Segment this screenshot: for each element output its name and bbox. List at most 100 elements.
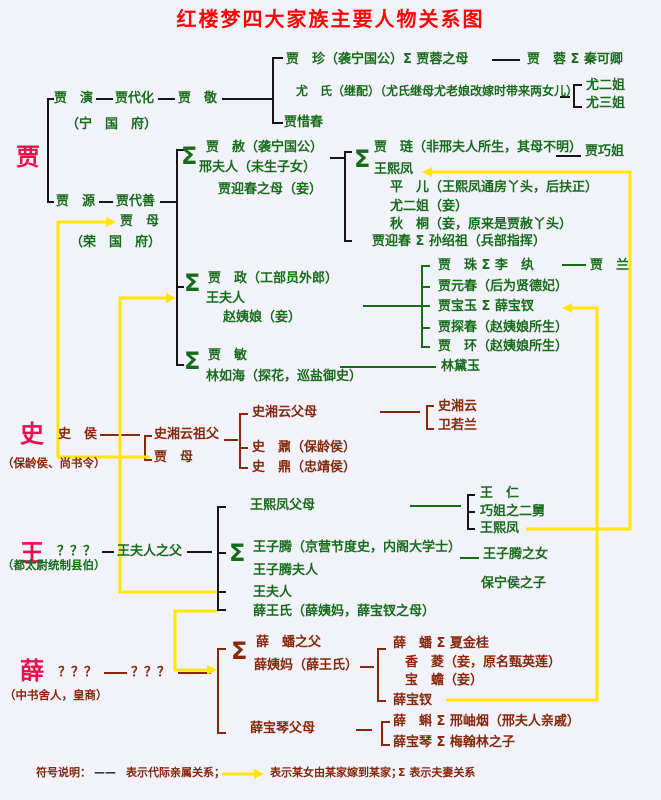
node-youerjie: 尤二姐	[586, 78, 626, 93]
node-jiayuanchun: 贾元春（后为贤德妃）	[438, 279, 569, 294]
node-shixiangyun: 史湘云	[438, 399, 478, 414]
sigma-jiamin-icon: Σ	[184, 347, 201, 375]
bracket-xue-children	[217, 648, 226, 734]
node-jiashe: 贾 赦（袭宁国公）	[206, 140, 324, 155]
bracket-jiazheng-children	[421, 265, 430, 348]
node-jiahuan: 贾 环（赵姨娘所生）	[438, 339, 569, 354]
bracket-shixiangyun-weiruolan	[426, 405, 434, 430]
node-xue-ancestor2: ？？？	[131, 665, 171, 680]
node-xue-ancestor1: ？？？	[58, 665, 98, 680]
sigma-jiazheng-icon: Σ	[184, 269, 201, 297]
marriage-arrow-jiamu-icon	[106, 217, 116, 227]
node-jiatanchun: 贾探春（赵姨娘所生）	[438, 320, 569, 335]
node-shihou: 史 侯	[58, 427, 98, 442]
node-xiangling: 香 菱（妾，原名甄英莲）	[405, 655, 562, 670]
node-jiayingchun: 贾迎春 Σ 孙绍祖（兵部指挥）	[372, 234, 546, 249]
node-weiruolan: 卫若兰	[438, 418, 478, 433]
node-jiamin: 贾 敏	[208, 348, 248, 363]
node-jiayan: 贾 演	[54, 91, 94, 106]
note-xue-titles: （中书舍人，皇商）	[4, 688, 108, 702]
node-jiazhu: 贾 珠 Σ 李 纨	[438, 258, 534, 273]
sigma-jiashe-icon: Σ	[181, 142, 198, 170]
node-wangxifeng-fumu: 王熙凤父母	[250, 498, 316, 513]
marriage-path-wangxifeng	[432, 170, 632, 531]
node-xuepan-fu: 薛 蟠之父	[256, 635, 322, 650]
node-baoninghou-zi: 保宁侯之子	[481, 576, 547, 591]
bracket-jiashe-children	[344, 151, 352, 242]
node-wangfuren-jia: 王夫人	[206, 291, 246, 306]
node-pinger: 平 儿（王熙凤通房丫头，后扶正）	[390, 180, 599, 195]
node-linruhai: 林如海（探花，巡盐御史）	[206, 369, 363, 384]
node-shinai: 史 鼐（保龄侯）	[252, 440, 357, 455]
page-title: 红楼梦四大家族主要人物关系图	[176, 7, 485, 31]
legend-generation-text: 表示代际亲属关系；	[126, 766, 225, 779]
bracket-you-sisters	[573, 84, 582, 108]
node-wangziteng-nv: 王子腾之女	[483, 547, 549, 562]
node-wangren: 王 仁	[480, 486, 520, 501]
node-jiabaoyu: 贾宝玉 Σ 薛宝钗	[438, 299, 534, 314]
sigma-wangziteng-icon: Σ	[229, 539, 246, 567]
label-rongguofu: （荣 国 府）	[70, 235, 162, 250]
node-jiadaihua: 贾代化	[115, 91, 155, 106]
bracket-rongguofu-children	[176, 149, 184, 366]
node-lindaiyu: 林黛玉	[441, 359, 481, 374]
node-wangziteng-furen: 王子腾夫人	[253, 563, 319, 578]
family-label-jia: 贾	[16, 143, 42, 171]
node-xingfuren: 邢夫人（未生子女）	[199, 160, 317, 175]
node-qiutong: 秋 桐（妾，原来是贾赦丫头）	[390, 217, 573, 232]
node-shixiangyun-zufu: 史湘云祖父	[154, 427, 220, 442]
legend-spouse-text: Σ 表示夫妻关系	[398, 766, 476, 779]
node-xuepan: 薛 蟠 Σ 夏金桂	[393, 636, 489, 651]
bracket-xuepan-group	[377, 648, 386, 702]
legend-prefix: 符号说明：	[36, 766, 91, 779]
marriage-path-xueyima	[173, 609, 217, 672]
marriage-arrow-xueyima-icon	[207, 665, 217, 675]
bracket-jia-main	[47, 98, 54, 203]
marriage-arrow-wangxifeng-icon	[422, 167, 432, 177]
node-jiazheng: 贾 政（工部员外郎）	[208, 271, 339, 286]
node-jiaxichun: 贾惜春	[284, 115, 324, 130]
marriage-path-wangfuren	[118, 296, 217, 594]
node-shixiangyun-fumu: 史湘云父母	[252, 405, 318, 420]
node-jialan: 贾 兰	[590, 258, 630, 273]
node-xuebaochai: 薛宝钗	[393, 693, 433, 708]
bracket-shi-grandchildren	[239, 413, 248, 469]
bracket-xueke-xuebaoqin	[381, 721, 390, 746]
note-wang-titles: （都太尉统制县伯）	[2, 558, 106, 572]
node-zhaoyiniang: 赵姨娘（妾）	[223, 310, 302, 325]
node-yousanjie: 尤三姐	[586, 96, 626, 111]
node-jiaqiaojie: 贾巧姐	[585, 144, 625, 159]
node-baochan: 宝 蟾（妾）	[405, 673, 484, 688]
node-wangxifeng-jia: 王熙凤	[374, 162, 414, 177]
bracket-wang-children	[217, 506, 226, 611]
node-youerjie-qie: 尤二姐（妾）	[390, 199, 469, 214]
node-jiamu: 贾 母	[120, 214, 160, 229]
node-youshi: 尤 氏（继配）（尤氏继母尤老娘改嫁时带来两女儿）	[296, 84, 579, 98]
legend-dash-symbol: ——	[94, 766, 116, 779]
node-jiajing: 贾 敬	[178, 91, 218, 106]
node-jiadaishan: 贾代善	[116, 194, 156, 209]
node-xuebaoqin-fumu: 薛宝琴父母	[250, 721, 316, 736]
legend-marriage-arrow-icon	[254, 769, 264, 779]
family-label-xue: 薛	[20, 657, 46, 685]
node-qiaojie-ejiu: 巧姐之二舅	[480, 504, 546, 519]
marriage-arrow-wangfuren-icon	[166, 293, 176, 303]
node-jiarong: 贾 蓉 Σ 秦可卿	[527, 52, 623, 67]
marriage-arrow-xuebaochai-icon	[562, 303, 572, 313]
label-ningguofu: （宁 国 府）	[66, 117, 158, 132]
node-jiamu-shi: 贾 母	[154, 450, 194, 465]
node-xuewangshi: 薛王氏（薛姨妈，薛宝钗之母）	[253, 604, 436, 619]
node-wangziteng: 王子腾（京营节度史，内阁大学士）	[253, 540, 462, 555]
bracket-shihou-children	[144, 435, 152, 461]
marriage-path-jiamu	[56, 220, 150, 459]
node-xueyima: 薛姨妈（薛王氏）	[254, 658, 359, 673]
bracket-ningguofu-children	[272, 57, 283, 124]
node-shiding: 史 鼎（忠靖侯）	[252, 460, 357, 475]
sigma-xuepanfu-icon: Σ	[231, 637, 248, 665]
node-jiazhen: 贾 珍（袭宁国公）Σ 贾蓉之母	[286, 52, 469, 67]
marriage-path-xuebaochai	[446, 306, 599, 702]
node-jialian: 贾 琏（非邢夫人所生，其母不明）	[374, 140, 583, 155]
node-jiayingchun-mu: 贾迎春之母（妾）	[218, 182, 323, 197]
